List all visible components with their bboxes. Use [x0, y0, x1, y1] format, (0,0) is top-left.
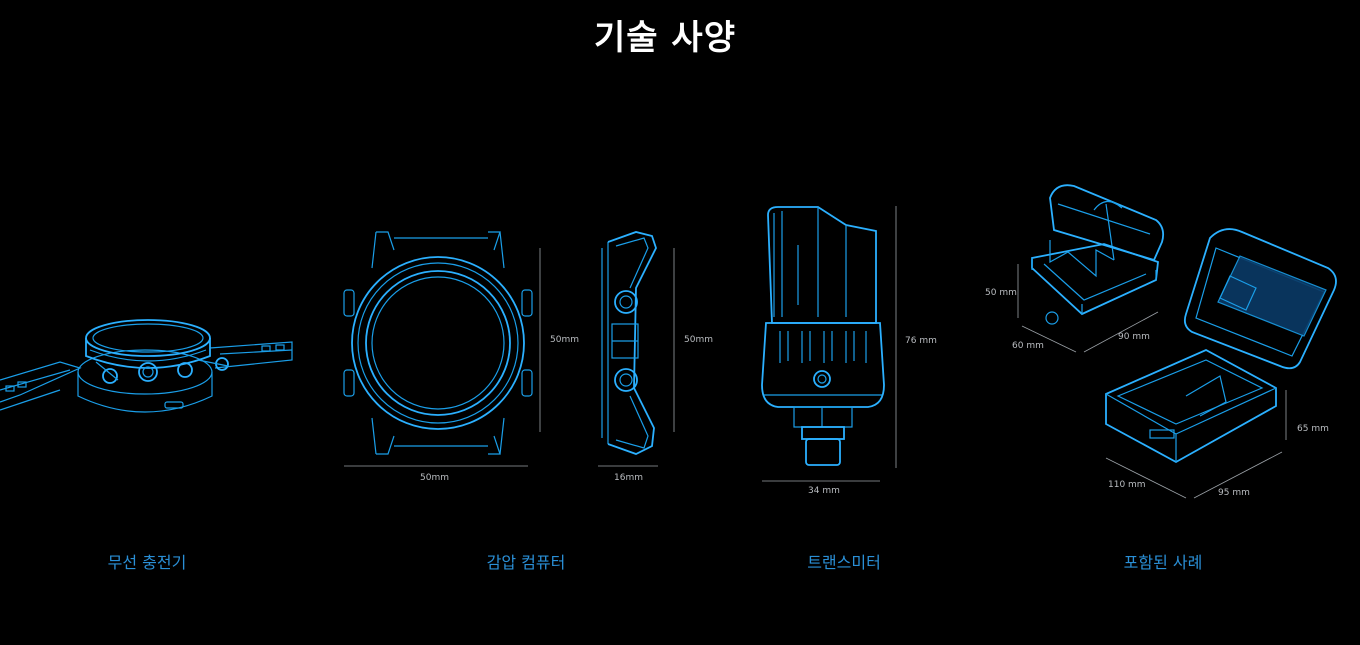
transmitter-illustration: [761, 206, 885, 466]
case-illustration: [1017, 184, 1337, 499]
product-caption: 감압 컴퓨터: [486, 553, 566, 572]
dim-transmitter-height: 76 mm: [905, 336, 937, 346]
dim-small-depth: 60 mm: [1012, 341, 1044, 351]
page-title: 기술 사양: [594, 18, 736, 58]
watch-front-dim-lines: [344, 248, 541, 467]
dim-large-width: 95 mm: [1218, 488, 1250, 498]
watch-front-illustration: [343, 231, 533, 455]
watch-side-dim-lines: [598, 248, 675, 467]
product-caption: 포함된 사례: [1123, 553, 1203, 572]
dim-front-width: 50mm: [420, 473, 449, 483]
dim-side-height: 50mm: [684, 335, 713, 345]
dim-large-height: 65 mm: [1297, 424, 1329, 434]
dim-front-height: 50mm: [550, 335, 579, 345]
watch-side-illustration: [601, 231, 657, 455]
product-caption: 무선 충전기: [107, 553, 187, 572]
dim-small-width: 90 mm: [1118, 332, 1150, 342]
product-caption: 트랜스미터: [807, 553, 881, 572]
charger-illustration: [0, 319, 293, 413]
transmitter-dim-lines: [762, 206, 897, 482]
dim-side-depth: 16mm: [614, 473, 643, 483]
dim-transmitter-width: 34 mm: [808, 486, 840, 496]
dim-large-depth: 110 mm: [1108, 480, 1146, 490]
dim-small-height: 50 mm: [985, 288, 1017, 298]
